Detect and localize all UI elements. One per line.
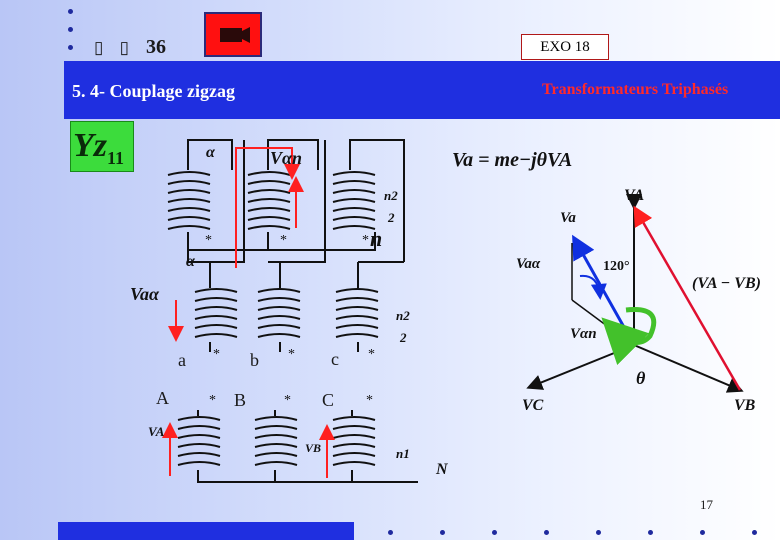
title-banner [64, 61, 780, 119]
page-ref: 36 [146, 36, 166, 58]
phasor-diagram [526, 194, 744, 393]
alpha-mid-label: α [186, 253, 196, 270]
camera-icon[interactable] [204, 12, 262, 57]
v-B-label: VB [305, 441, 321, 455]
footer-dot [544, 530, 549, 535]
phasor-v-alpha-n-label: Vαn [570, 326, 597, 342]
camera-glyph-icon [220, 27, 250, 43]
footer-dot [440, 530, 445, 535]
nav-glyphs[interactable]: ▯ ▯ [94, 38, 135, 57]
coupling-label: Yz [73, 127, 107, 164]
v-alpha-n-label: Vαn [270, 148, 302, 168]
footer-dot [752, 530, 757, 535]
terminal-B: B [234, 390, 247, 410]
N-label: N [435, 461, 449, 478]
footer-dot [596, 530, 601, 535]
polarity-star: * [209, 393, 216, 408]
nav-dot [68, 45, 73, 50]
n1-label: n1 [396, 446, 410, 461]
footer-dot [648, 530, 653, 535]
terminal-a: a [178, 350, 186, 370]
terminal-A: A [156, 388, 169, 408]
phasor-v-a-label: Va [560, 210, 576, 226]
phasor-v-B-label: VB [734, 397, 756, 414]
footer-dot [700, 530, 705, 535]
section-title: 5. 4- Couplage zigzag [72, 81, 235, 101]
phasor-equation: Va = me−jθVA [452, 149, 572, 171]
nav-dot [68, 9, 73, 14]
n2-mid-den-label: 2 [399, 330, 407, 345]
polarity-star: * [284, 393, 291, 408]
angle-120-label: 120° [603, 259, 630, 274]
n2-top-label: n2 [384, 188, 398, 203]
phasor-v-C-label: VC [522, 397, 544, 414]
polarity-star: * [280, 233, 287, 248]
chapter-title: Transformateurs Triphasés [542, 81, 729, 98]
circuit-labels: α Vαn n2 2 n α Vaα n2 2 VA VB n1 N [130, 144, 449, 478]
terminal-c: c [331, 349, 339, 369]
exo-label[interactable]: EXO 18 [521, 34, 609, 60]
terminal-C: C [322, 390, 335, 410]
theta-label: θ [636, 368, 646, 388]
nav-dot [68, 27, 73, 32]
alpha-top-label: α [206, 144, 216, 161]
polarity-star: * [368, 347, 375, 362]
phasor-labels: Va = me−jθVA VA Va Vaα 120° (VA − VB) Vα… [452, 149, 761, 414]
polarity-star: * [205, 233, 212, 248]
difference-label: (VA − VB) [692, 275, 761, 292]
phasor-v-A-label: VA [624, 187, 644, 204]
coupling-index: 11 [107, 147, 125, 168]
footer-dot [388, 530, 393, 535]
footer-dot [492, 530, 497, 535]
n-label: n [370, 226, 382, 251]
polarity-marks: * * * * * * * * * [205, 233, 375, 408]
polarity-star: * [288, 347, 295, 362]
polarity-star: * [366, 393, 373, 408]
n2-mid-label: n2 [396, 308, 410, 323]
page-number: 17 [700, 497, 713, 512]
terminal-b: b [250, 350, 259, 370]
footer-bar [58, 522, 354, 540]
v-A-label: VA [148, 424, 165, 439]
phasor-v-a-alpha-label: Vaα [516, 256, 541, 272]
polarity-star: * [213, 347, 220, 362]
coupling-badge: Yz11 [70, 121, 134, 172]
voltage-arrows [162, 147, 335, 478]
n2-top-den-label: 2 [387, 210, 395, 225]
v-a-alpha-label: Vaα [130, 284, 160, 304]
circuit-wiring [167, 139, 418, 483]
polarity-star: * [362, 233, 369, 248]
